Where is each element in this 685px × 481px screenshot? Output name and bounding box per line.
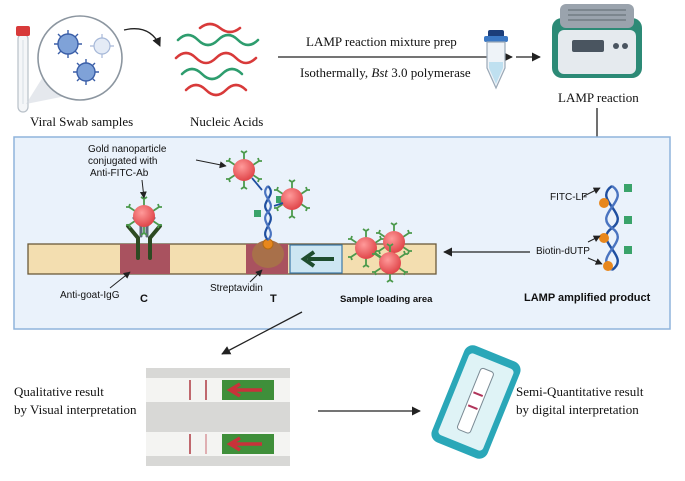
arrow-swab-to-na — [123, 28, 161, 47]
fitc-lf-label: FITC-LF — [550, 192, 587, 203]
arrow-panel-to-result — [221, 311, 303, 355]
streptavidin-label: Streptavidin — [210, 283, 263, 294]
sample-loading-label: Sample loading area — [340, 294, 433, 305]
flow-arrow-icon — [300, 250, 334, 268]
lamp-machine-icon — [552, 4, 642, 78]
anti-goat-igg-icon — [126, 224, 162, 260]
lamp-product-label: LAMP amplified product — [524, 292, 651, 304]
qualitative-label-2: by Visual interpretation — [14, 402, 137, 417]
anti-goat-igg-label: Anti-goat-IgG — [60, 290, 120, 301]
qualitative-label-1: Qualitative result — [14, 384, 104, 399]
tube-icon — [484, 30, 508, 90]
c-line-label: C — [140, 293, 148, 305]
semi-quant-label-2: by digital interpretation — [516, 402, 639, 417]
lamp-prep-label: LAMP reaction mixture prep — [306, 34, 457, 49]
lamp-reaction-label: LAMP reaction — [558, 90, 639, 105]
biotin-dutp-label: Biotin-dUTP — [536, 246, 590, 257]
viral-swab-label: Viral Swab samples — [30, 114, 133, 129]
isothermal-label: Isothermally, Bst 3.0 polymerase — [300, 65, 471, 80]
gold-np-label-3: Anti-FITC-Ab — [90, 168, 149, 179]
t-line-label: T — [270, 293, 277, 305]
gold-np-label-2: conjugated with — [88, 156, 158, 167]
smartphone-icon — [431, 345, 521, 459]
gold-np-label-1: Gold nanoparticle — [88, 144, 167, 155]
dna-icon — [264, 185, 272, 241]
nucleic-acids-icon — [174, 22, 260, 97]
control-line — [120, 244, 170, 274]
virus-icon — [26, 15, 123, 104]
swab-tube-icon — [16, 26, 30, 113]
lamp-product-dna-icon — [605, 185, 619, 271]
streptavidin-icon — [252, 240, 284, 268]
semi-quant-label-1: Semi-Quantitative result — [516, 384, 644, 399]
nucleic-acids-label: Nucleic Acids — [190, 114, 263, 129]
assay-panel — [13, 136, 671, 330]
strip-photo — [146, 368, 290, 466]
